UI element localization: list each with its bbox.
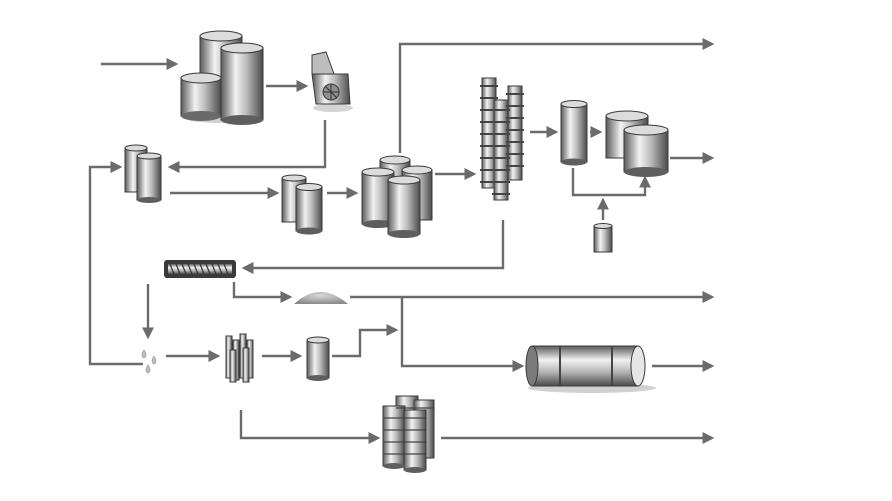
flow-arrow-to-powder [232, 282, 293, 303]
flow-arrow-to-kiln [400, 297, 525, 372]
flow-arrow-recycle [571, 168, 651, 197]
flow-arrow-left-loop [88, 161, 143, 366]
screw-conveyor [164, 260, 236, 278]
product-storage-tanks [605, 110, 669, 177]
liquid-droplets [141, 349, 157, 374]
feed-storage-tanks [180, 30, 264, 125]
powder-pile [294, 292, 348, 304]
filter-bundle [225, 333, 254, 383]
flow-arrow-column-bottoms [241, 220, 505, 274]
crusher-hopper [311, 51, 353, 112]
additive-tank [593, 223, 613, 253]
flow-arrow-top-output [398, 38, 715, 153]
small-vertical-tank [560, 100, 588, 166]
small-drum [306, 336, 330, 381]
drum-stack [382, 395, 435, 473]
flow-arrow-to-drum-stack [239, 410, 381, 444]
flow-arrow-drum-up [332, 324, 399, 358]
mid-storage-tanks [281, 174, 323, 235]
distillation-columns [480, 77, 524, 201]
flow-arrow-hopper-return [167, 120, 327, 173]
small-settling-tanks [124, 144, 162, 203]
flow-lines [88, 38, 715, 444]
rotary-kiln [525, 345, 656, 393]
reactor-tank-cluster [361, 155, 433, 238]
